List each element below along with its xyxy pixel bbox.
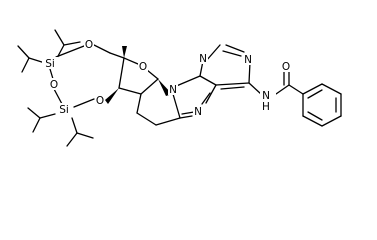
atom-si-lower: Si <box>56 103 72 116</box>
oxygen-label: O <box>85 39 93 51</box>
atom-labels: Si Si O O O O N N <box>42 38 291 118</box>
nitrogen-label: N <box>262 90 270 102</box>
atom-si-upper: Si <box>42 57 58 70</box>
oxygen-label: O <box>50 79 58 91</box>
atom-o-bridge: O <box>49 78 59 91</box>
atom-n-glycosidic: N <box>168 83 178 96</box>
molecule-drawing: Si Si O O O O N N <box>17 29 342 147</box>
atom-o-lower: O <box>95 94 105 107</box>
atom-nh-amide: N H <box>260 89 276 113</box>
atom-o-upper: O <box>84 38 94 51</box>
nitrogen-label: N <box>169 84 177 96</box>
nitrogen-label: N <box>244 54 252 66</box>
oxygen-label: O <box>139 61 147 73</box>
si-label: Si <box>45 58 55 70</box>
atom-n-pyrimidine-1: N <box>198 52 208 65</box>
nitrogen-label: N <box>199 53 207 65</box>
oxygen-label: O <box>96 95 104 107</box>
atom-n-imidazole: N <box>193 105 203 118</box>
bond-lines <box>17 29 342 147</box>
si-label: Si <box>59 104 69 116</box>
atom-o-carbonyl: O <box>281 60 291 73</box>
chemical-structure: Si Si O O O O N N <box>17 29 342 147</box>
nitrogen-label: N <box>194 106 202 118</box>
atom-o-furan: O <box>138 60 148 73</box>
atom-n-pyrimidine-2: N <box>243 53 253 66</box>
oxygen-label: O <box>282 61 290 73</box>
hydrogen-label: H <box>262 101 270 113</box>
